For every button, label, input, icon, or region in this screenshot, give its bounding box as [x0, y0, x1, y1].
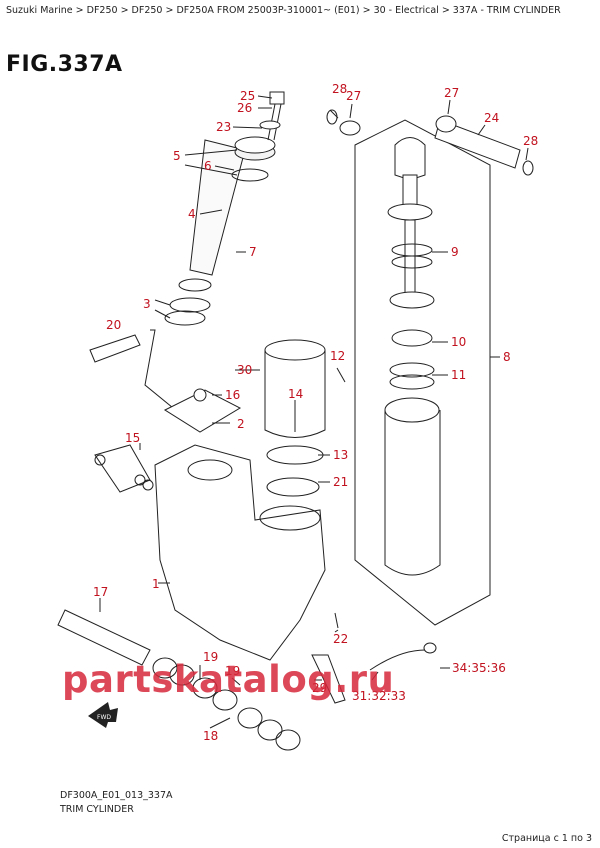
callout-8[interactable]: 8 [503, 350, 511, 364]
callout-34-35-36[interactable]: 34:35:36 [452, 661, 506, 675]
callout-4[interactable]: 4 [188, 207, 196, 221]
callout-19a[interactable]: 19 [203, 650, 218, 664]
callout-3[interactable]: 3 [143, 297, 151, 311]
reservoir-30 [264, 350, 326, 438]
callout-30[interactable]: 30 [237, 363, 252, 377]
callout-14[interactable]: 14 [288, 387, 303, 401]
callout-28a[interactable]: 28 [332, 82, 347, 96]
callout-28b[interactable]: 28 [523, 134, 538, 148]
figure-name: TRIM CYLINDER [60, 804, 134, 815]
callout-22[interactable]: 22 [333, 632, 348, 646]
breadcrumb: Suzuki Marine > DF250 > DF250 > DF250A F… [6, 5, 561, 16]
callout-12[interactable]: 12 [330, 349, 345, 363]
piston-rod-4 [189, 139, 246, 276]
callout-15[interactable]: 15 [125, 431, 140, 445]
callout-31-32-33[interactable]: 31:32:33 [352, 689, 406, 703]
callout-23[interactable]: 23 [216, 120, 231, 134]
callout-11[interactable]: 11 [451, 368, 466, 382]
watermark-text: partskatalog.ru [62, 658, 395, 701]
callout-27b[interactable]: 27 [444, 86, 459, 100]
page-indicator: Страница с 1 по 3 [501, 833, 592, 844]
callout-25[interactable]: 25 [240, 89, 255, 103]
cylinder-body [384, 410, 441, 576]
callout-26[interactable]: 26 [237, 101, 252, 115]
callout-2[interactable]: 2 [237, 417, 245, 431]
callout-20[interactable]: 20 [106, 318, 121, 332]
figure-code: DF300A_E01_013_337A [60, 790, 173, 801]
callout-17[interactable]: 17 [93, 585, 108, 599]
callout-21[interactable]: 21 [333, 475, 348, 489]
callout-6[interactable]: 6 [204, 159, 212, 173]
callout-24[interactable]: 24 [484, 111, 499, 125]
callout-19b[interactable]: 19 [225, 664, 240, 678]
callout-29[interactable]: 29 [312, 681, 327, 695]
callout-5[interactable]: 5 [173, 149, 181, 163]
callout-9[interactable]: 9 [451, 245, 459, 259]
callout-1[interactable]: 1 [152, 577, 160, 591]
figure-title: FIG.337A [6, 52, 123, 77]
callout-10[interactable]: 10 [451, 335, 466, 349]
fwd-label: FWD [97, 714, 111, 721]
callout-27a[interactable]: 27 [346, 89, 361, 103]
callout-13[interactable]: 13 [333, 448, 348, 462]
cylinder-frame [354, 119, 491, 626]
fwd-arrow-icon: FWD [88, 702, 118, 728]
tilt-body-1 [154, 444, 326, 661]
callout-16[interactable]: 16 [225, 388, 240, 402]
callout-7[interactable]: 7 [249, 245, 257, 259]
callout-18[interactable]: 18 [203, 729, 218, 743]
